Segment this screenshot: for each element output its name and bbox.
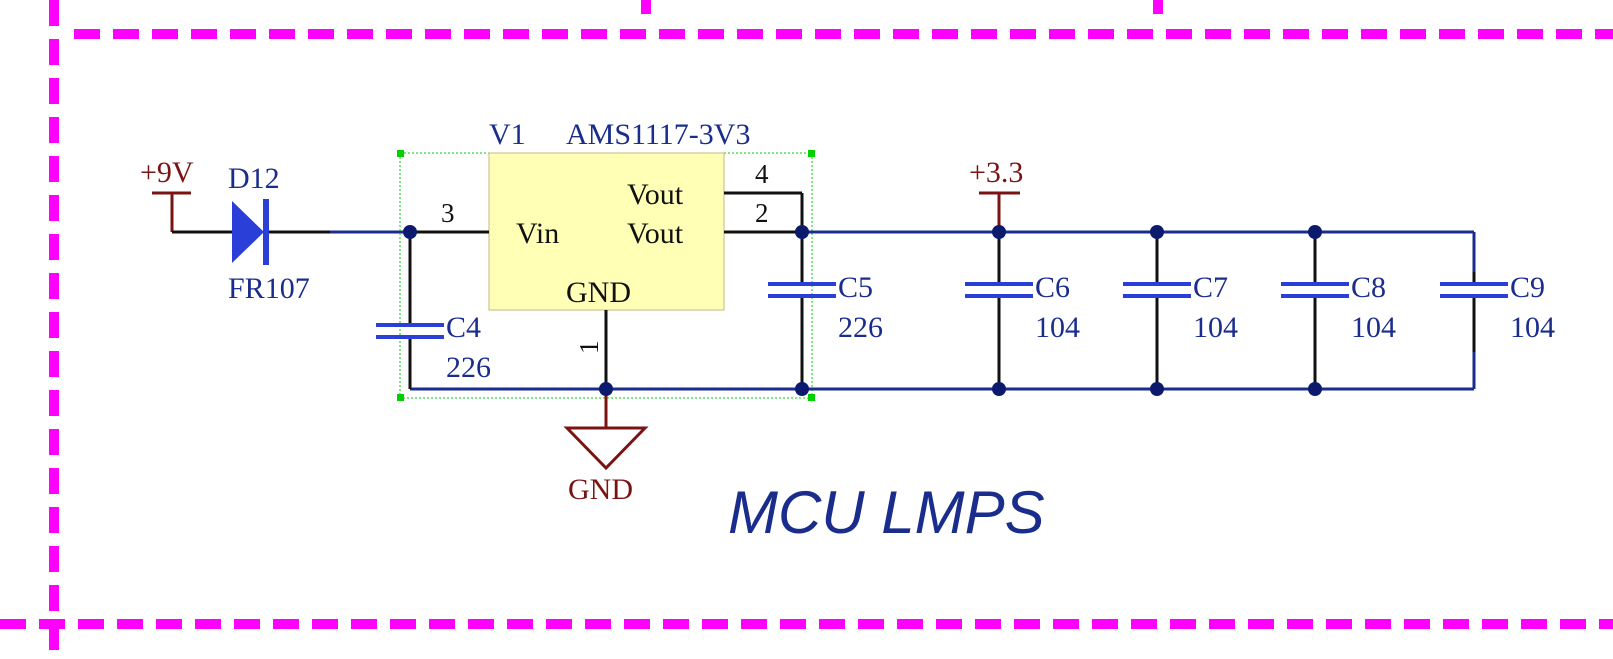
power-port-gnd-label: GND bbox=[568, 473, 633, 506]
capacitor-c6-designator: C6 bbox=[1035, 271, 1070, 304]
capacitor-c7-value: 104 bbox=[1193, 311, 1238, 344]
power-port-3v3[interactable]: +3.3 bbox=[969, 156, 1023, 232]
capacitor-c8-designator: C8 bbox=[1351, 271, 1386, 304]
capacitor-c4-value: 226 bbox=[446, 351, 491, 384]
junction-dot bbox=[1308, 382, 1322, 396]
pin-number-3: 3 bbox=[441, 198, 455, 228]
capacitor-c8[interactable]: C8 104 bbox=[1281, 232, 1396, 389]
capacitor-c7-designator: C7 bbox=[1193, 271, 1228, 304]
sheet-title: MCU LMPS bbox=[728, 479, 1045, 546]
capacitor-c4[interactable]: C4 226 bbox=[376, 232, 491, 389]
regulator-designator: V1 bbox=[489, 118, 526, 151]
power-port-3v3-label: +3.3 bbox=[969, 156, 1023, 189]
junction-dot bbox=[992, 382, 1006, 396]
capacitor-c4-designator: C4 bbox=[446, 311, 481, 344]
capacitor-c5[interactable]: C5 226 bbox=[768, 232, 883, 389]
pin-number-1: 1 bbox=[574, 341, 604, 355]
diode-d12[interactable]: D12 FR107 bbox=[228, 162, 310, 305]
capacitor-c9-designator: C9 bbox=[1510, 271, 1545, 304]
regulator-v1[interactable]: V1 AMS1117-3V3 Vin Vout Vout GND bbox=[488, 118, 750, 311]
diode-triangle-icon bbox=[232, 201, 264, 263]
junctions bbox=[403, 225, 1322, 396]
capacitor-c9-value: 104 bbox=[1510, 311, 1555, 344]
pin-number-2: 2 bbox=[755, 198, 769, 228]
junction-dot bbox=[795, 225, 809, 239]
capacitor-c6-value: 104 bbox=[1035, 311, 1080, 344]
pin-name-vout: Vout bbox=[627, 217, 684, 250]
pin-name-vin: Vin bbox=[516, 217, 559, 250]
capacitor-c9[interactable]: C9 104 bbox=[1440, 271, 1555, 352]
junction-dot bbox=[795, 382, 809, 396]
capacitor-c5-value: 226 bbox=[838, 311, 883, 344]
diode-designator: D12 bbox=[228, 162, 280, 195]
junction-dot bbox=[1150, 225, 1164, 239]
power-port-gnd[interactable]: GND bbox=[563, 389, 649, 506]
capacitor-c7[interactable]: C7 104 bbox=[1123, 232, 1238, 389]
diode-value: FR107 bbox=[228, 272, 310, 305]
ground-symbol-icon bbox=[563, 426, 649, 471]
junction-dot bbox=[1308, 225, 1322, 239]
capacitor-c5-designator: C5 bbox=[838, 271, 873, 304]
power-port-9v[interactable]: +9V bbox=[140, 156, 194, 232]
junction-dot bbox=[1150, 382, 1164, 396]
pin-name-gnd: GND bbox=[566, 276, 631, 309]
pin-number-4: 4 bbox=[755, 159, 769, 189]
junction-dot bbox=[992, 225, 1006, 239]
power-port-9v-label: +9V bbox=[140, 156, 194, 189]
capacitor-c6[interactable]: C6 104 bbox=[965, 232, 1080, 389]
junction-dot bbox=[403, 225, 417, 239]
regulator-part: AMS1117-3V3 bbox=[566, 118, 750, 151]
junction-dot bbox=[599, 382, 613, 396]
capacitor-c8-value: 104 bbox=[1351, 311, 1396, 344]
pin-name-vout-tab: Vout bbox=[627, 178, 684, 211]
